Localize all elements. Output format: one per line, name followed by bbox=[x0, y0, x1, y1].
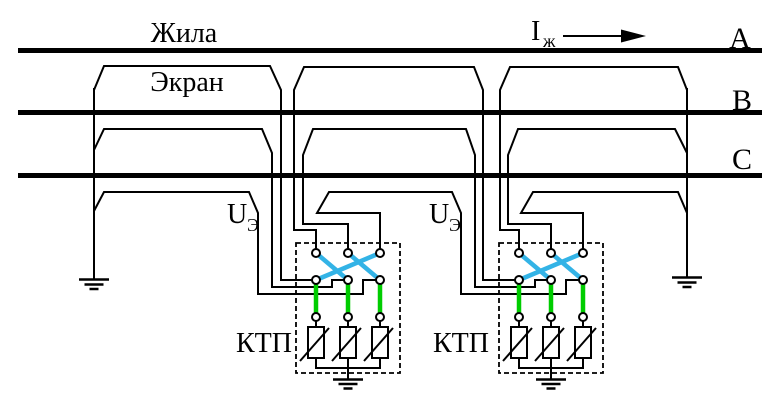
ground-symbol-box bbox=[333, 378, 363, 390]
terminal-bottom bbox=[546, 275, 556, 285]
terminal-bottom bbox=[514, 275, 524, 285]
screen-voltage-label-1-subscript: Э bbox=[247, 215, 259, 235]
transposition-link bbox=[549, 251, 585, 282]
screen-voltage-label-1: U bbox=[227, 199, 247, 230]
terminal-arrester bbox=[578, 312, 588, 322]
terminal-top bbox=[514, 248, 524, 258]
screen-label: Экран bbox=[150, 67, 224, 98]
box-outline bbox=[498, 242, 604, 374]
transposition-link bbox=[517, 251, 553, 282]
terminal-top bbox=[343, 248, 353, 258]
box-label-2: КТП bbox=[433, 328, 489, 359]
terminal-bottom bbox=[343, 275, 353, 285]
phase-label-b: B bbox=[732, 84, 752, 117]
terminal-bottom bbox=[375, 275, 385, 285]
screen-section-middle-c bbox=[315, 191, 583, 295]
screen-section-left-b bbox=[93, 128, 348, 288]
transposition-link bbox=[314, 251, 350, 282]
ground-symbol-right bbox=[672, 88, 702, 289]
screen-voltage-label-2: U bbox=[429, 199, 449, 230]
current-label-subscript: ж bbox=[542, 31, 556, 51]
varistor bbox=[566, 326, 597, 362]
transposition-link bbox=[346, 251, 382, 282]
ktp-box-1 bbox=[295, 242, 401, 390]
transposition-link bbox=[518, 250, 584, 283]
current-label: I bbox=[531, 16, 540, 47]
terminal-top bbox=[546, 248, 556, 258]
varistor bbox=[331, 326, 362, 362]
terminal-top bbox=[311, 248, 321, 258]
terminal-arrester bbox=[375, 312, 385, 322]
terminal-arrester bbox=[343, 312, 353, 322]
phase-label-a: A bbox=[729, 22, 751, 55]
ktp-box-2 bbox=[498, 242, 604, 390]
varistor bbox=[534, 326, 565, 362]
phase-label-c: C bbox=[732, 143, 752, 176]
screen-section-right-c bbox=[519, 191, 688, 253]
screen-section-left-a bbox=[93, 65, 316, 281]
screen-section-right-a bbox=[499, 66, 688, 253]
current-arrow bbox=[563, 29, 646, 43]
ground-symbol-box bbox=[536, 378, 566, 390]
transposition-link bbox=[315, 250, 381, 283]
screen-section-left-c bbox=[93, 191, 380, 295]
terminal-top bbox=[375, 248, 385, 258]
box-outline bbox=[295, 242, 401, 374]
varistor bbox=[502, 326, 533, 362]
ground-symbol-left bbox=[79, 88, 109, 291]
screen-section-right-b bbox=[507, 128, 688, 253]
box-label-1: КТП bbox=[236, 328, 292, 359]
terminal-arrester bbox=[546, 312, 556, 322]
varistor bbox=[299, 326, 330, 362]
terminal-bottom bbox=[311, 275, 321, 285]
varistor bbox=[363, 326, 394, 362]
terminal-arrester bbox=[514, 312, 524, 322]
arrowhead-icon bbox=[621, 29, 646, 43]
terminal-arrester bbox=[311, 312, 321, 322]
core-label: Жила bbox=[151, 18, 218, 49]
terminal-bottom bbox=[578, 275, 588, 285]
screen-section-middle-b bbox=[302, 128, 551, 288]
screen-voltage-label-2-subscript: Э bbox=[449, 215, 461, 235]
terminal-top bbox=[578, 248, 588, 258]
screen-section-middle-a bbox=[293, 66, 519, 281]
